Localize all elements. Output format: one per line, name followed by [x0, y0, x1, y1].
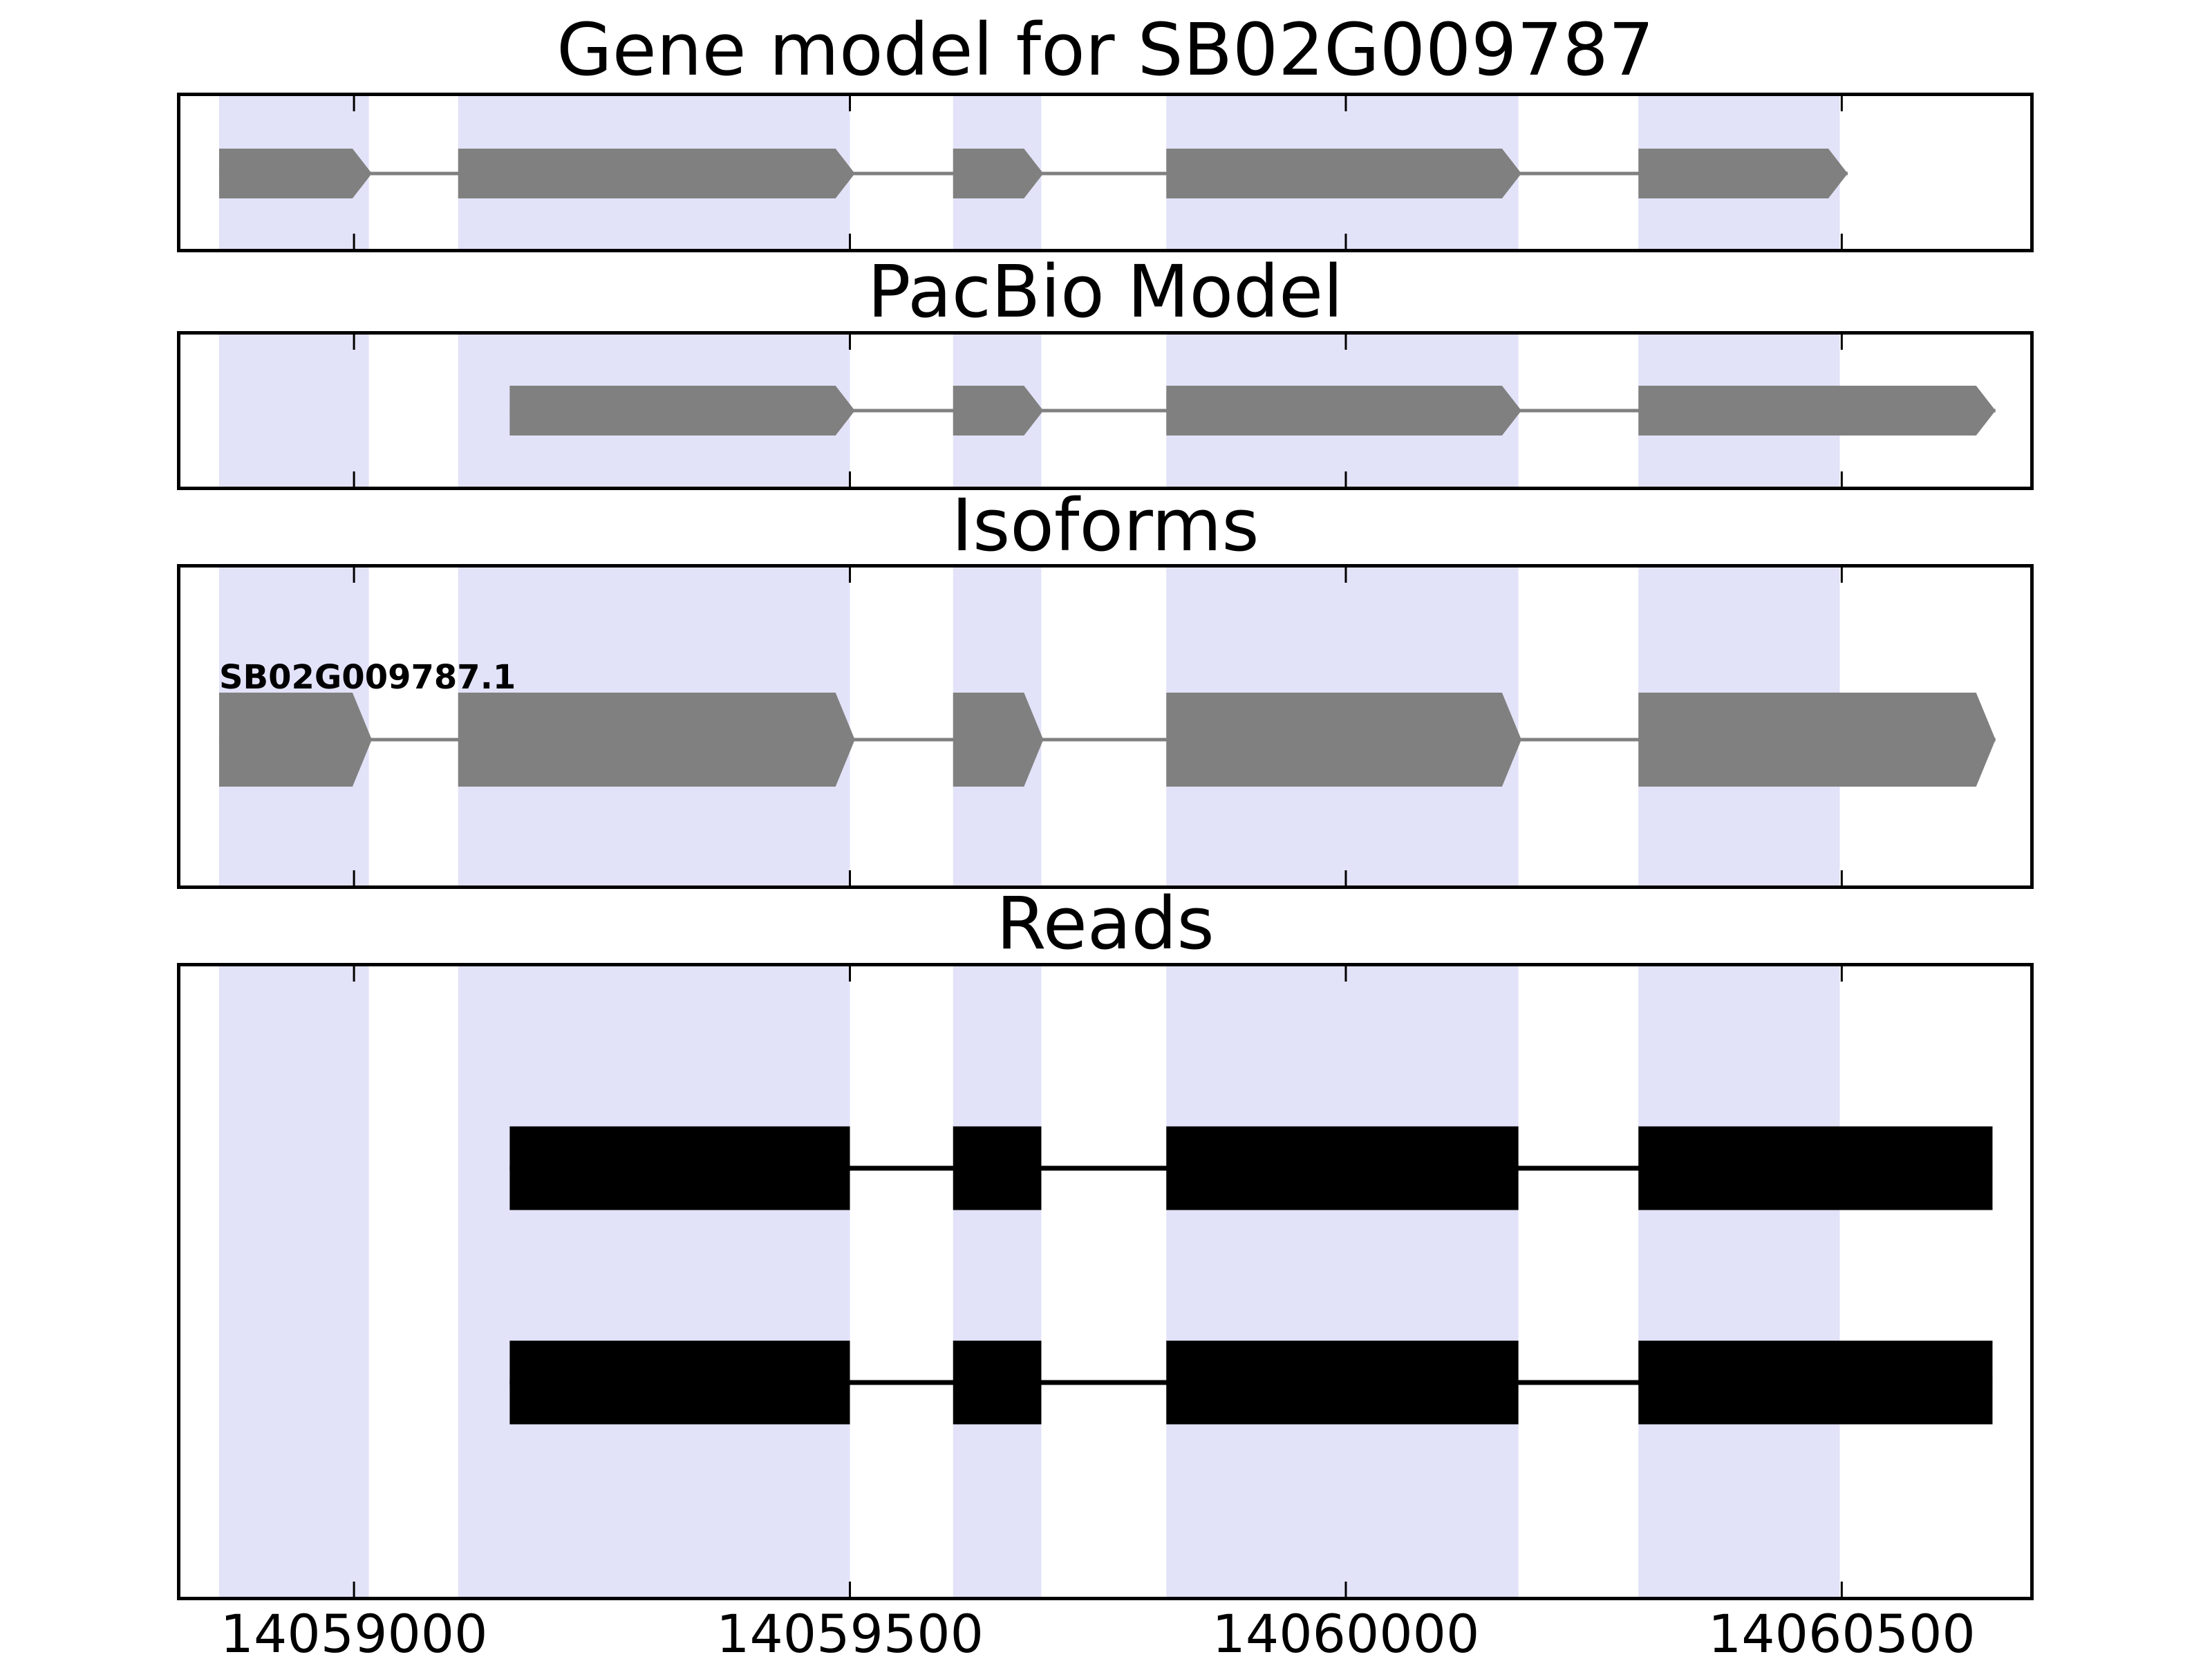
- read-block: [509, 1126, 850, 1210]
- pacbio-model-panel: [177, 331, 2034, 490]
- main-title: Gene model for SB02G009787: [556, 8, 1654, 92]
- exon-arrow: [1638, 386, 1996, 435]
- exon-arrow: [509, 386, 855, 435]
- intron-line: [218, 738, 1996, 742]
- isoforms-title: Isoforms: [951, 483, 1259, 568]
- x-tick-label: 14059500: [716, 1603, 984, 1659]
- exon-arrow: [1638, 693, 1996, 787]
- reads-plot: [218, 966, 1993, 1597]
- isoforms-panel: SB02G009787.1: [177, 564, 2034, 889]
- reads-title: Reads: [996, 881, 1215, 966]
- read-block: [509, 1340, 850, 1425]
- highlight-band: [218, 966, 369, 1597]
- x-tick-label: 14059000: [220, 1603, 488, 1659]
- gene_model-plot: [218, 96, 1848, 249]
- pacbio_model-plot: [218, 335, 1996, 487]
- exon-arrow: [1166, 693, 1521, 787]
- reads-panel: [177, 963, 2034, 1600]
- highlight-band: [218, 335, 369, 487]
- read-block: [1166, 1126, 1519, 1210]
- exon-arrow: [1166, 149, 1521, 198]
- read-block: [1638, 1126, 1993, 1210]
- exon-arrow: [953, 386, 1044, 435]
- read-block: [953, 1126, 1042, 1210]
- highlight-band: [1166, 966, 1519, 1597]
- highlight-band: [1638, 966, 1840, 1597]
- exon-arrow: [218, 149, 372, 198]
- gene-model-panel: [177, 93, 2034, 252]
- exon-arrow: [458, 149, 855, 198]
- exon-arrow: [953, 693, 1044, 787]
- exon-arrow: [458, 693, 855, 787]
- exon-arrow: [218, 693, 372, 787]
- isoform-label: SB02G009787.1: [219, 658, 516, 697]
- read-block: [1638, 1340, 1993, 1425]
- read-block: [1166, 1340, 1519, 1425]
- x-tick-label: 14060000: [1212, 1603, 1480, 1659]
- read-block: [953, 1340, 1042, 1425]
- highlight-band: [953, 966, 1042, 1597]
- highlight-band: [458, 966, 850, 1597]
- exon-arrow: [1638, 149, 1848, 198]
- pacbio-title: PacBio Model: [867, 250, 1344, 334]
- exon-arrow: [1166, 386, 1521, 435]
- isoforms-plot: SB02G009787.1: [218, 568, 1996, 885]
- x-tick-label: 14060500: [1707, 1603, 1976, 1659]
- exon-arrow: [953, 149, 1044, 198]
